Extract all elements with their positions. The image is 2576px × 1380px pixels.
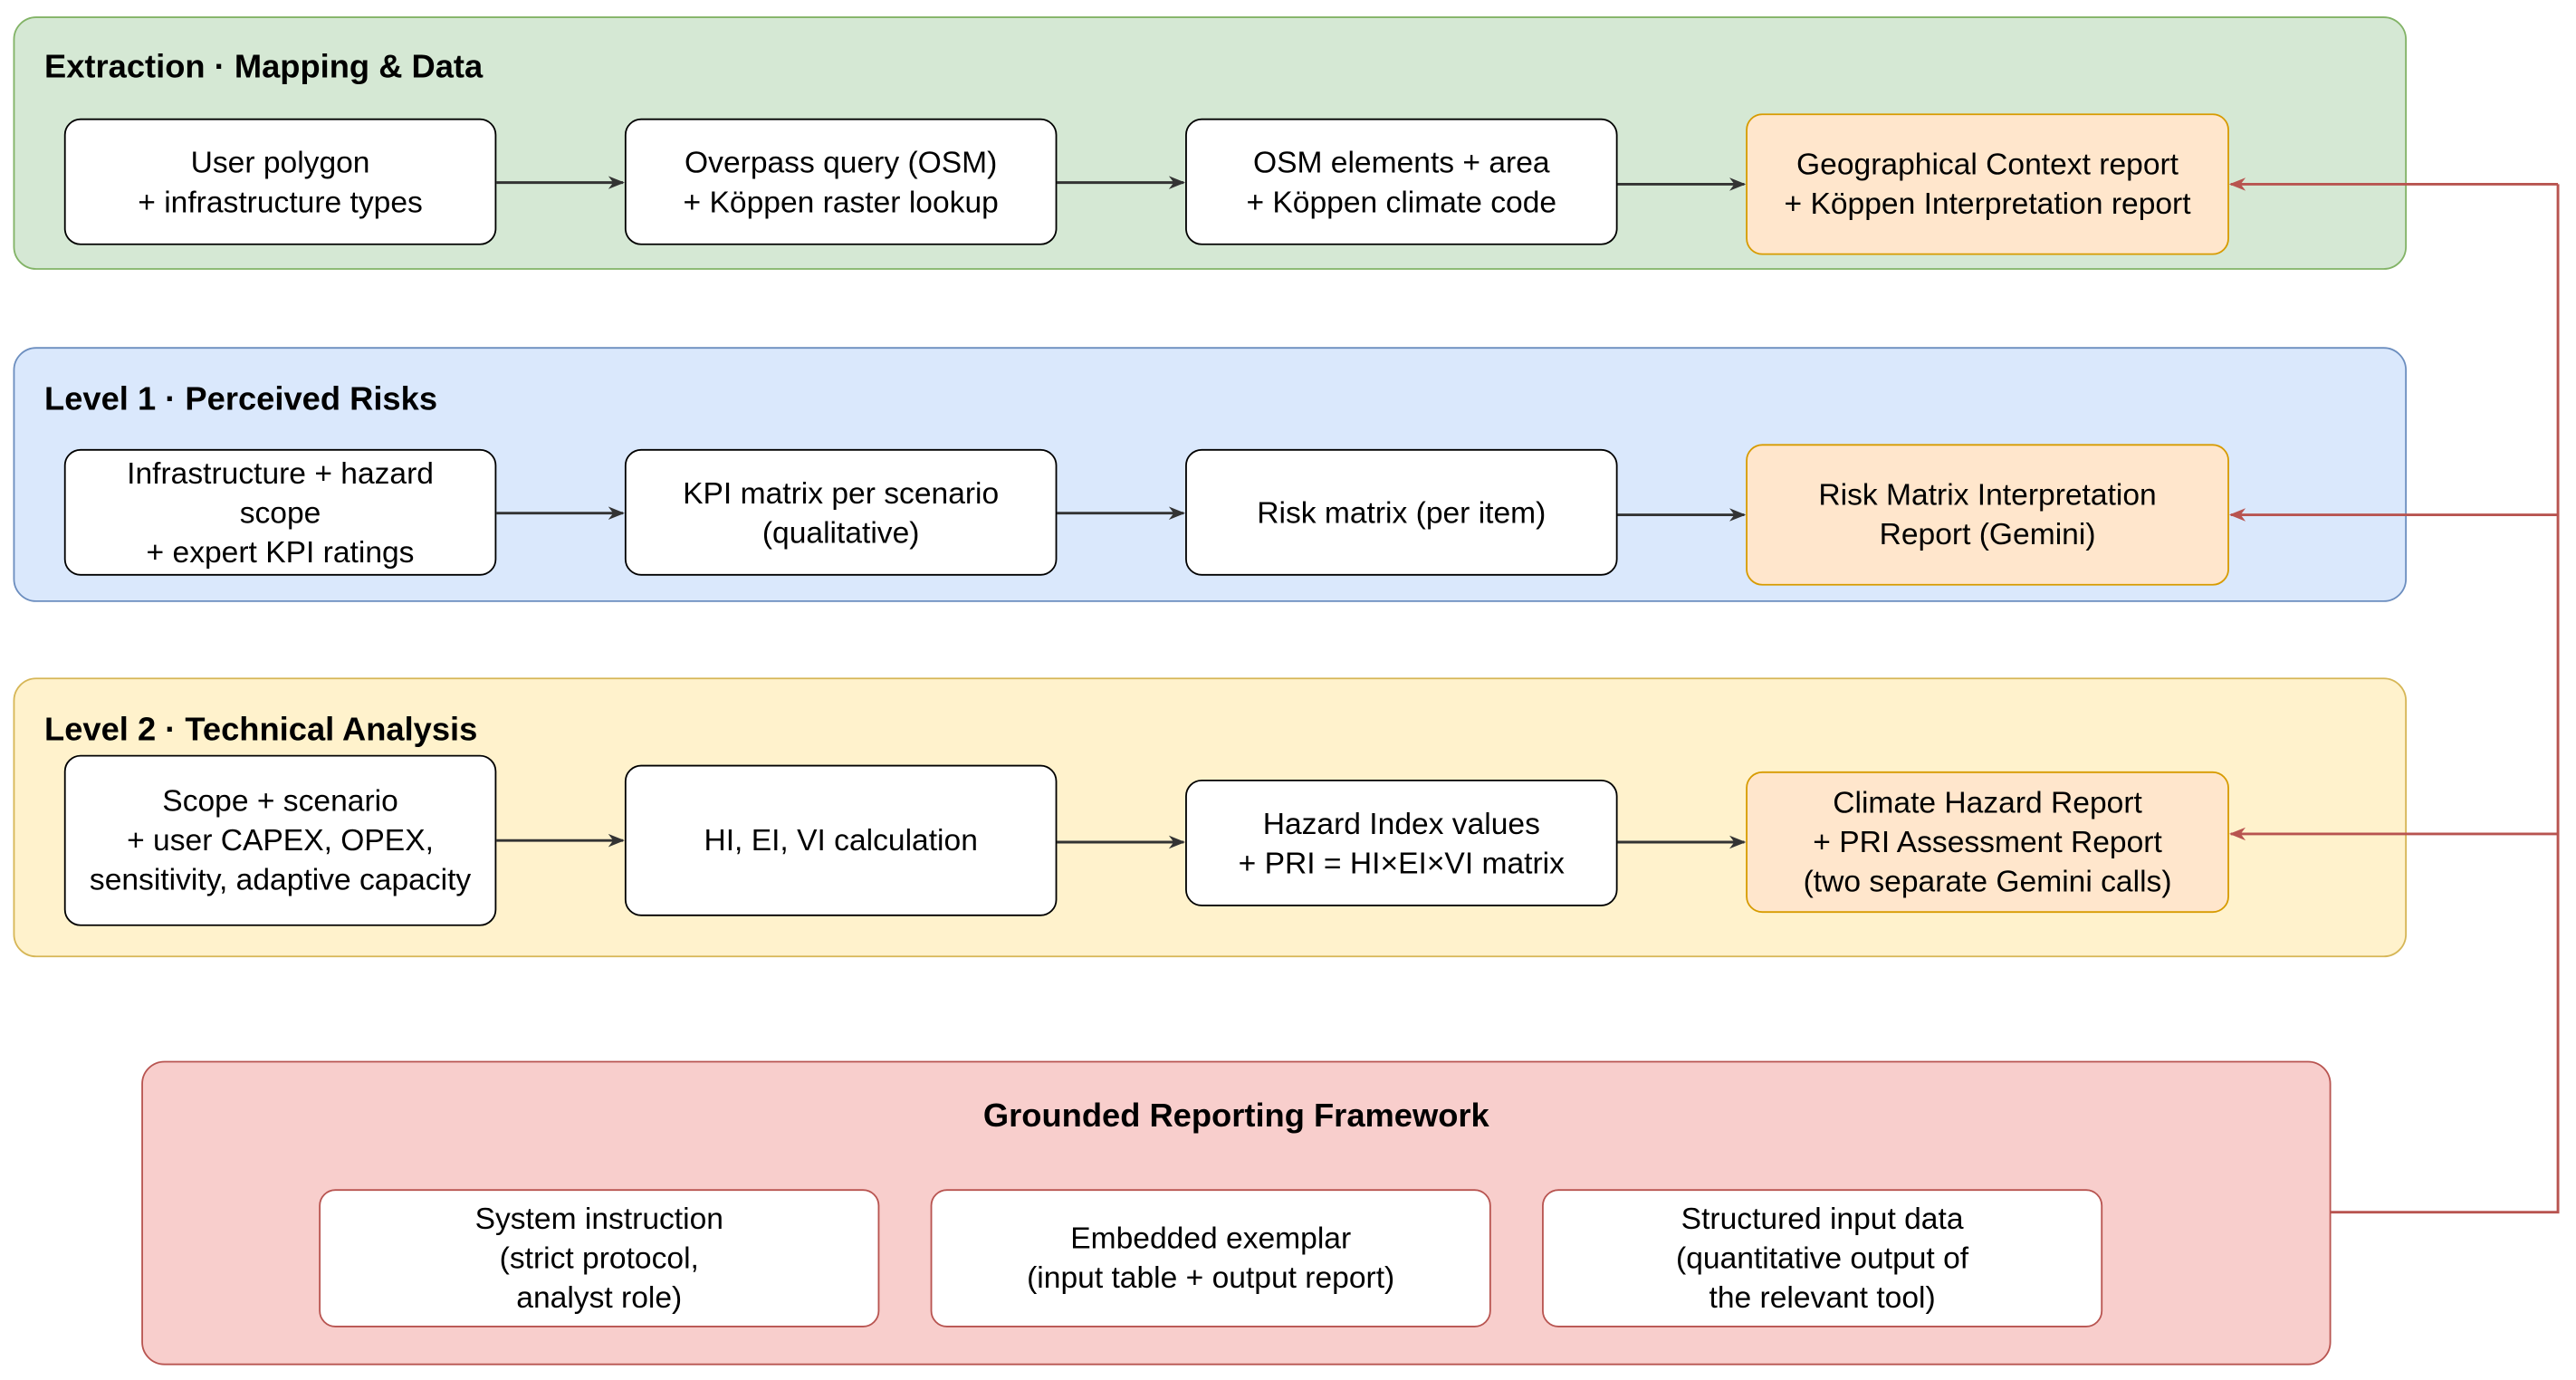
kpi-matrix-label: KPI matrix per scenario (qualitative) bbox=[683, 474, 1000, 549]
osm-elements-label: OSM elements + area + Köppen climate cod… bbox=[1246, 143, 1557, 218]
user-polygon-label: User polygon + infrastructure types bbox=[138, 143, 423, 218]
hi-ei-vi-calculation-label: HI, EI, VI calculation bbox=[704, 822, 978, 858]
infrastructure-scope-node: Infrastructure + hazard scope + expert K… bbox=[63, 448, 497, 576]
structured-input-node: Structured input data (quantitative outp… bbox=[1542, 1189, 2103, 1327]
overpass-query-label: Overpass query (OSM) + Köppen raster loo… bbox=[683, 143, 999, 218]
kpi-matrix-node: KPI matrix per scenario (qualitative) bbox=[624, 448, 1058, 576]
embedded-exemplar-label: Embedded exemplar (input table + output … bbox=[1027, 1220, 1395, 1295]
climate-hazard-report-label: Climate Hazard Report + PRI Assessment R… bbox=[1803, 784, 2172, 898]
climate-hazard-report-node: Climate Hazard Report + PRI Assessment R… bbox=[1746, 771, 2229, 914]
geographical-context-report-node: Geographical Context report + Köppen Int… bbox=[1746, 113, 2229, 255]
user-polygon-node: User polygon + infrastructure types bbox=[63, 118, 497, 245]
risk-matrix-report-node: Risk Matrix Interpretation Report (Gemin… bbox=[1746, 444, 2229, 586]
scope-scenario-node: Scope + scenario + user CAPEX, OPEX, sen… bbox=[63, 754, 497, 926]
embedded-exemplar-node: Embedded exemplar (input table + output … bbox=[930, 1189, 1491, 1327]
geographical-context-report-label: Geographical Context report + Köppen Int… bbox=[1784, 146, 2191, 221]
osm-elements-node: OSM elements + area + Köppen climate cod… bbox=[1185, 118, 1618, 245]
hazard-index-node: Hazard Index values + PRI = HI×EI×VI mat… bbox=[1185, 779, 1618, 906]
level2-band-title: Level 2 · Technical Analysis bbox=[44, 712, 478, 749]
framework-band-title: Grounded Reporting Framework bbox=[982, 1098, 1489, 1136]
risk-matrix-report-label: Risk Matrix Interpretation Report (Gemin… bbox=[1818, 476, 2157, 551]
level1-band-title: Level 1 · Perceived Risks bbox=[44, 381, 438, 418]
extraction-band-title: Extraction · Mapping & Data bbox=[44, 49, 484, 86]
system-instruction-label: System instruction (strict protocol, ana… bbox=[474, 1200, 723, 1315]
infrastructure-scope-label: Infrastructure + hazard scope + expert K… bbox=[127, 455, 434, 569]
hazard-index-label: Hazard Index values + PRI = HI×EI×VI mat… bbox=[1238, 805, 1565, 879]
overpass-query-node: Overpass query (OSM) + Köppen raster loo… bbox=[624, 118, 1058, 245]
scope-scenario-label: Scope + scenario + user CAPEX, OPEX, sen… bbox=[89, 782, 472, 896]
risk-matrix-node: Risk matrix (per item) bbox=[1185, 448, 1618, 576]
risk-matrix-label: Risk matrix (per item) bbox=[1257, 494, 1547, 529]
framework-feedback-trunk bbox=[2331, 184, 2560, 1214]
system-instruction-node: System instruction (strict protocol, ana… bbox=[319, 1189, 880, 1327]
hi-ei-vi-calculation-node: HI, EI, VI calculation bbox=[624, 764, 1058, 916]
structured-input-label: Structured input data (quantitative outp… bbox=[1676, 1200, 1969, 1315]
